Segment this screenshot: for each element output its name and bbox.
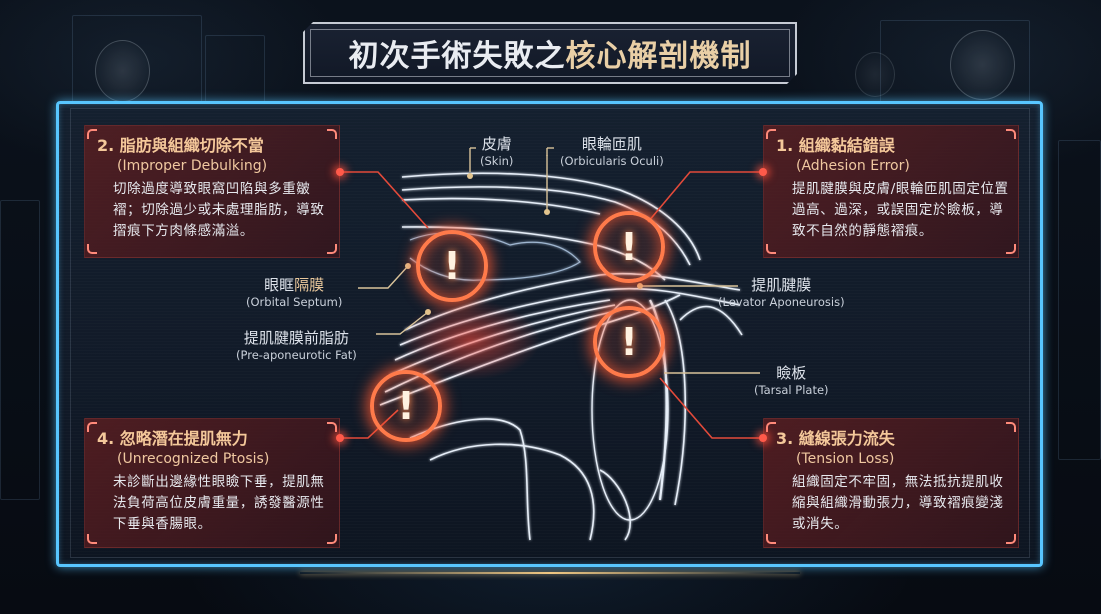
card-adhesion-error: 1. 組織黏結錯誤 (Adhesion Error) 提肌腱膜與皮膚/眼輪匝肌固… (763, 125, 1019, 258)
card-title: 1. 組織黏結錯誤 (776, 136, 1004, 156)
label-leader-lines (358, 147, 760, 374)
card-corner (1006, 534, 1016, 544)
card-title-en: (Adhesion Error) (796, 158, 910, 174)
bg-brain-scan-left (95, 40, 150, 102)
card-corner (327, 422, 337, 432)
label-septum-en: (Orbital Septum) (246, 295, 343, 309)
label-fat-en: (Pre-aponeurotic Fat) (236, 348, 357, 362)
connector-dot-adhesion (759, 168, 767, 176)
bg-hud-side-left (0, 200, 40, 500)
card-corner (87, 422, 97, 432)
connector-dot-debulking (336, 168, 344, 176)
card-number: 2. (97, 136, 115, 155)
label-tarsal-zh: 瞼板 (776, 364, 807, 382)
card-corner (327, 534, 337, 544)
label-septum-zh-a: 眼眶 (264, 276, 295, 294)
card-title-zh: 縫線張力流失 (798, 429, 895, 448)
bottom-gold-accent-line (300, 572, 800, 574)
card-corner (87, 129, 97, 139)
label-orbicularis: 眼輪匝肌 (Orbicularis Oculi) (560, 135, 664, 169)
card-corner (766, 244, 776, 254)
label-skin: 皮膚 (Skin) (480, 135, 513, 169)
card-number: 1. (776, 136, 794, 155)
label-skin-zh: 皮膚 (481, 135, 512, 153)
label-orbicularis-zh: 眼輪匝肌 (581, 135, 642, 153)
card-unrecognized-ptosis: 4. 忽略潛在提肌無力 (Unrecognized Ptosis) 未診斷出邊緣… (84, 418, 340, 548)
card-corner (87, 534, 97, 544)
card-title: 2. 脂肪與組織切除不當 (97, 136, 325, 156)
card-title-zh: 組織黏結錯誤 (798, 136, 895, 155)
label-orbicularis-en: (Orbicularis Oculi) (560, 154, 664, 168)
card-title-zh: 脂肪與組織切除不當 (119, 136, 264, 155)
card-tension-loss: 3. 縫線張力流失 (Tension Loss) 組織固定不牢固，無法抵抗提肌收… (763, 418, 1019, 548)
label-orbital-septum: 眼眶隔膜 (Orbital Septum) (246, 276, 342, 310)
label-levator-en: (Levator Aponeurosis) (718, 295, 845, 309)
warning-marker-adhesion[interactable]: ! (593, 211, 665, 283)
card-corner (1006, 129, 1016, 139)
title-part-1: 初次手術失敗之 (348, 39, 566, 74)
warning-marker-ptosis[interactable]: ! (370, 370, 442, 442)
page-title: 初次手術失敗之核心解剖機制 (349, 31, 752, 75)
title-part-2: 核心解剖機制 (565, 39, 752, 74)
card-corner (327, 244, 337, 254)
card-corner (1006, 244, 1016, 254)
label-fat-zh: 提肌腱膜前脂肪 (243, 329, 349, 347)
card-title-en: (Improper Debulking) (117, 158, 268, 174)
card-title: 4. 忽略潛在提肌無力 (97, 429, 325, 449)
card-title-en: (Tension Loss) (796, 451, 895, 467)
bg-brain-scan-right-2 (855, 52, 895, 97)
card-corner (766, 422, 776, 432)
label-preaponeurotic-fat: 提肌腱膜前脂肪 (Pre-aponeurotic Fat) (236, 329, 357, 363)
label-levator-zh: 提肌腱膜 (751, 276, 812, 294)
label-tarsal-en: (Tarsal Plate) (754, 383, 829, 397)
warning-marker-debulking[interactable]: ! (416, 230, 488, 302)
warning-marker-tension[interactable]: ! (593, 306, 665, 378)
card-body: 提肌腱膜與皮膚/眼輪匝肌固定位置過高、過深，或誤固定於瞼板，導致不自然的靜態褶痕… (792, 181, 1009, 239)
label-tarsal-plate: 瞼板 (Tarsal Plate) (754, 364, 829, 398)
card-title: 3. 縫線張力流失 (776, 429, 1004, 449)
label-skin-en: (Skin) (480, 154, 514, 168)
card-title-zh: 忽略潛在提肌無力 (119, 429, 248, 448)
card-corner (1006, 422, 1016, 432)
card-body: 未診斷出邊緣性眼瞼下垂，提肌無法負荷高位皮膚重量，誘發醫源性下垂與香腸眼。 (113, 474, 325, 532)
bg-brain-scan-right (950, 30, 1015, 100)
card-corner (327, 129, 337, 139)
main-frame-inner-border (70, 108, 1030, 558)
card-body: 切除過度導致眼窩凹陷與多重皺褶；切除過少或未處理脂肪，導致摺痕下方肉條感滿溢。 (113, 181, 325, 239)
connector-dot-ptosis (336, 434, 344, 442)
title-inner-border (310, 29, 790, 77)
card-number: 4. (97, 429, 115, 448)
page-title-box: 初次手術失敗之核心解剖機制 (303, 22, 797, 84)
card-number: 3. (776, 429, 794, 448)
muscle-glow (400, 300, 540, 380)
card-corner (87, 244, 97, 254)
card-title-en: (Unrecognized Ptosis) (117, 451, 270, 467)
label-levator-aponeurosis: 提肌腱膜 (Levator Aponeurosis) (718, 276, 845, 310)
label-anchor-dots (405, 173, 643, 315)
label-septum-zh: 眼眶隔膜 (246, 276, 342, 294)
card-improper-debulking: 2. 脂肪與組織切除不當 (Improper Debulking) 切除過度導致… (84, 125, 340, 258)
connector-dot-tension (759, 434, 767, 442)
card-body: 組織固定不牢固，無法抵抗提肌收縮與組織滑動張力，導致褶痕變淺或消失。 (792, 474, 1004, 532)
card-corner (766, 534, 776, 544)
card-corner (766, 129, 776, 139)
label-septum-zh-b: 隔膜 (294, 276, 325, 294)
